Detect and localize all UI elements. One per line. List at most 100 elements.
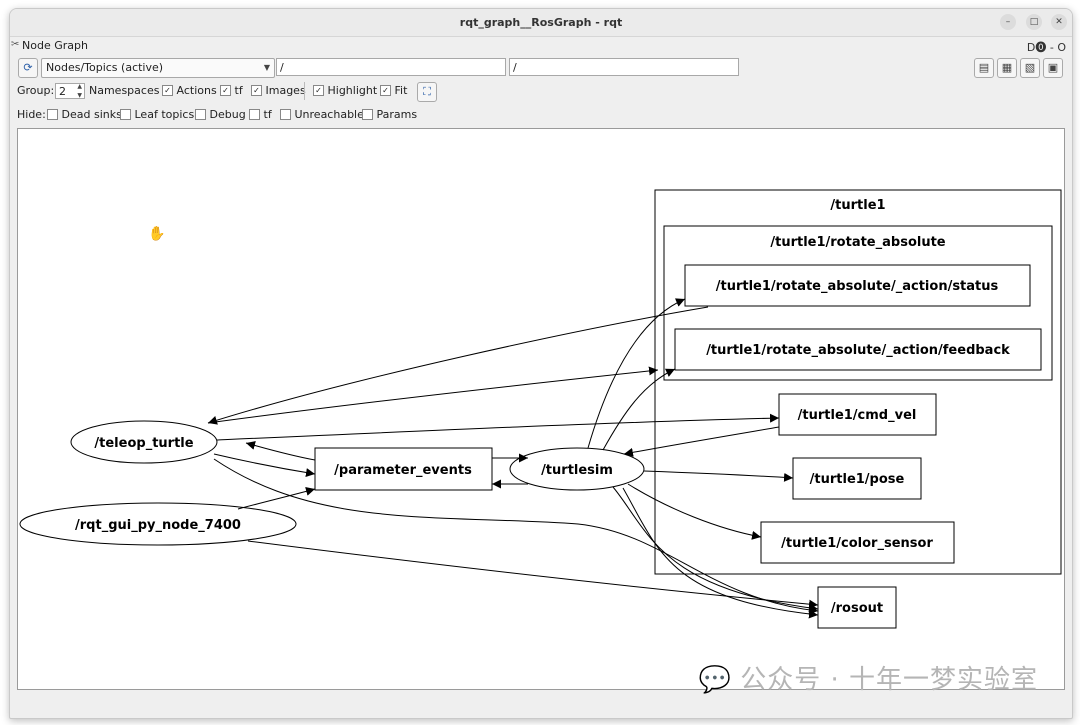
node-teleop-turtle-label: /teleop_turtle bbox=[94, 436, 193, 451]
topic-pose[interactable] bbox=[792, 457, 922, 500]
edge-params-to-teleop bbox=[245, 441, 316, 461]
hide-label: Hide: bbox=[17, 108, 46, 121]
checkbox-checked-icon: ✓ bbox=[380, 84, 391, 96]
graph-canvas[interactable]: ✋ /turtle1 /turtle1/rotate_absolute /tur… bbox=[17, 128, 1065, 690]
edge-turtlesim-to-pose bbox=[643, 470, 794, 482]
params-checkbox[interactable]: Params bbox=[362, 106, 417, 124]
graph-plugin-icon: ✂ bbox=[11, 39, 20, 50]
node-teleop-turtle[interactable] bbox=[70, 420, 218, 464]
checkbox-unchecked-icon bbox=[195, 108, 206, 120]
watermark: 💬公众号 · 十年一梦实验室 bbox=[699, 659, 1038, 696]
save-dot-icon[interactable]: ▦ bbox=[997, 58, 1017, 78]
leaf-topics-label: Leaf topics bbox=[134, 108, 195, 121]
edge-turtlesim-to-feedback bbox=[602, 368, 676, 451]
group-turtle1-label: /turtle1 bbox=[830, 198, 885, 213]
dead-sinks-checkbox[interactable]: Dead sinks bbox=[47, 106, 122, 124]
group-rotate-absolute-label: /turtle1/rotate_absolute bbox=[770, 235, 945, 250]
dock-controls[interactable]: D⓿ - O bbox=[1026, 41, 1066, 54]
dock-title-bar: ✂ Node Graph D⓿ - O bbox=[10, 37, 1072, 55]
checkbox-unchecked-icon bbox=[120, 108, 131, 120]
checkbox-checked-icon: ✓ bbox=[313, 84, 324, 96]
checkbox-checked-icon: ✓ bbox=[251, 84, 262, 96]
edge-turtlesim-to-status bbox=[587, 298, 686, 449]
options-row: Group: 2 ▲▼ Namespaces ✓ Actions ✓ tf ✓ … bbox=[17, 82, 1057, 102]
topic-rosout-label: /rosout bbox=[831, 601, 883, 616]
edge-cmd-vel-to-turtlesim bbox=[623, 426, 780, 457]
debug-checkbox[interactable]: Debug bbox=[195, 106, 246, 124]
watermark-text: 公众号 · 十年一梦实验室 bbox=[740, 665, 1038, 695]
images-checkbox[interactable]: ✓ Images bbox=[251, 82, 306, 100]
load-dot-icon[interactable]: ▤ bbox=[974, 58, 994, 78]
topic-parameter-events[interactable] bbox=[314, 447, 493, 491]
tf-checkbox[interactable]: ✓ tf bbox=[220, 82, 243, 100]
edge-teleop-to-feedback bbox=[207, 366, 659, 424]
params-label: Params bbox=[376, 108, 418, 121]
highlight-checkbox[interactable]: ✓ Highlight bbox=[313, 82, 377, 100]
topic-pose-label: /turtle1/pose bbox=[810, 472, 905, 487]
group-label: Group: bbox=[17, 84, 55, 97]
edge-turtlesim-to-rosout-2 bbox=[622, 487, 819, 619]
save-image-icon[interactable]: ▣ bbox=[1043, 58, 1063, 78]
hide-tf-checkbox[interactable]: tf bbox=[249, 106, 272, 124]
window-title: rqt_graph__RosGraph - rqt bbox=[459, 16, 623, 29]
edge-rqt-to-rosout bbox=[247, 540, 819, 609]
group-spinbox[interactable]: 2 ▲▼ bbox=[55, 83, 85, 99]
debug-label: Debug bbox=[209, 108, 246, 121]
topic-parameter-events-label: /parameter_events bbox=[334, 463, 472, 478]
hide-tf-label: tf bbox=[263, 108, 272, 121]
toolbar-separator bbox=[304, 82, 305, 100]
checkbox-unchecked-icon bbox=[362, 108, 373, 120]
save-svg-icon[interactable]: ▧ bbox=[1020, 58, 1040, 78]
spin-arrows-icon[interactable]: ▲▼ bbox=[77, 83, 82, 99]
dock-title: Node Graph bbox=[22, 39, 88, 52]
edge-teleop-to-rosout bbox=[213, 458, 819, 615]
topic-rosout[interactable] bbox=[817, 586, 897, 629]
graph-type-select[interactable]: Nodes/Topics (active) ▼ bbox=[41, 58, 275, 78]
maximize-icon[interactable]: □ bbox=[1026, 14, 1042, 30]
group-value: 2 bbox=[59, 85, 66, 98]
topic-cmd-vel[interactable] bbox=[778, 393, 937, 436]
refresh-icon[interactable]: ⟳ bbox=[18, 58, 38, 78]
wechat-icon: 💬 bbox=[698, 665, 733, 695]
fit-in-view-icon[interactable]: ⛶ bbox=[417, 82, 437, 102]
title-bar[interactable]: rqt_graph__RosGraph - rqt – □ ✕ bbox=[10, 9, 1072, 37]
highlight-label: Highlight bbox=[327, 84, 378, 97]
checkbox-unchecked-icon bbox=[280, 108, 291, 120]
edge-teleop-to-cmd-vel bbox=[216, 413, 780, 441]
rqt-window: rqt_graph__RosGraph - rqt – □ ✕ ✂ Node G… bbox=[9, 8, 1073, 719]
checkbox-unchecked-icon bbox=[47, 108, 58, 120]
topic-status-label: /turtle1/rotate_absolute/_action/status bbox=[716, 279, 999, 294]
node-rqt-gui[interactable] bbox=[19, 502, 297, 546]
topic-color-sensor[interactable] bbox=[760, 521, 955, 564]
fit-label: Fit bbox=[394, 84, 408, 97]
checkbox-checked-icon: ✓ bbox=[220, 84, 231, 96]
topic-filter-input[interactable]: / bbox=[509, 58, 739, 76]
edge-turtlesim-to-color-sensor bbox=[627, 483, 762, 540]
unreachable-checkbox[interactable]: Unreachable bbox=[280, 106, 364, 124]
hand-cursor-icon: ✋ bbox=[148, 225, 165, 242]
graph-svg: ✋ /turtle1 /turtle1/rotate_absolute /tur… bbox=[19, 189, 1062, 629]
edge-status-to-teleop bbox=[207, 306, 709, 425]
node-turtlesim[interactable] bbox=[509, 447, 645, 491]
edge-teleop-to-params bbox=[213, 453, 316, 478]
close-icon[interactable]: ✕ bbox=[1051, 14, 1067, 30]
dead-sinks-label: Dead sinks bbox=[61, 108, 122, 121]
checkbox-unchecked-icon bbox=[249, 108, 260, 120]
namespaces-label: Namespaces bbox=[89, 84, 160, 97]
node-filter-input[interactable]: / bbox=[276, 58, 506, 76]
fit-checkbox[interactable]: ✓ Fit bbox=[380, 82, 407, 100]
actions-checkbox[interactable]: ✓ Actions bbox=[162, 82, 217, 100]
topic-status[interactable] bbox=[684, 264, 1031, 307]
unreachable-label: Unreachable bbox=[294, 108, 364, 121]
topic-feedback-label: /turtle1/rotate_absolute/_action/feedbac… bbox=[706, 343, 1010, 358]
minimize-icon[interactable]: – bbox=[1000, 14, 1016, 30]
topic-color-sensor-label: /turtle1/color_sensor bbox=[781, 536, 933, 551]
topic-feedback[interactable] bbox=[674, 328, 1042, 371]
actions-label: Actions bbox=[176, 84, 217, 97]
leaf-topics-checkbox[interactable]: Leaf topics bbox=[120, 106, 194, 124]
tf-label: tf bbox=[234, 84, 243, 97]
group-rotate-absolute-box[interactable] bbox=[663, 225, 1053, 381]
hide-row: Hide: Dead sinks Leaf topics Debug tf Un… bbox=[17, 106, 1057, 124]
graph-type-value: Nodes/Topics (active) bbox=[46, 61, 164, 74]
edge-rqt-to-params bbox=[237, 487, 316, 510]
